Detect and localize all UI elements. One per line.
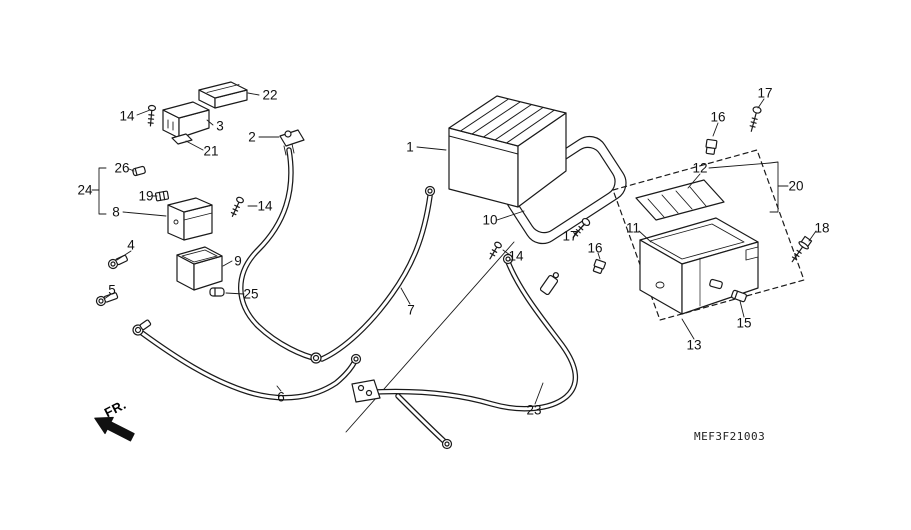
collars: [592, 139, 717, 274]
clip-26: [132, 166, 145, 176]
collar-16-b: [592, 259, 606, 274]
callout-14: 14: [257, 198, 273, 214]
callout-7: 7: [407, 302, 415, 318]
callout-16: 16: [587, 240, 603, 256]
callout-19: 19: [138, 188, 154, 204]
callout-24: 24: [77, 182, 93, 198]
bolt-18: [788, 236, 813, 265]
fuse-19: [155, 191, 168, 201]
bolt-14-c: [487, 241, 502, 261]
ring-terminal-4: [107, 254, 128, 270]
fr-arrow: [91, 410, 137, 445]
cable-lines: [142, 150, 575, 441]
bolt-17-a: [747, 106, 761, 132]
battery: [449, 96, 566, 207]
cable-terminals: [131, 187, 561, 449]
callout-3: 3: [216, 118, 224, 134]
callout-11: 11: [625, 220, 641, 236]
callout-21: 21: [203, 143, 219, 159]
ring-terminal-5: [95, 291, 118, 307]
collar-16-a: [705, 139, 717, 154]
callout-9: 9: [234, 253, 242, 269]
callout-5: 5: [108, 282, 116, 298]
battery-box: [640, 218, 758, 314]
relay-cover: [199, 82, 247, 108]
callout-17: 17: [562, 228, 578, 244]
fuse-box: [168, 198, 212, 240]
callout-20: 20: [788, 178, 804, 194]
callout-25: 25: [243, 286, 259, 302]
callout-23: 23: [526, 402, 542, 418]
callout-14: 14: [119, 108, 135, 124]
bolt-14-a: [147, 105, 156, 126]
battery-box-clip: [709, 279, 747, 302]
callout-13: 13: [686, 337, 702, 353]
callout-12: 12: [692, 160, 708, 176]
callout-14: 14: [508, 248, 524, 264]
rubber-boot: [177, 247, 222, 290]
cable-clamp-2: [280, 130, 304, 155]
callout-1: 1: [406, 139, 414, 155]
callout-17: 17: [757, 85, 773, 101]
callout-2: 2: [248, 129, 256, 145]
callout-8: 8: [112, 204, 120, 220]
clip-25: [210, 288, 224, 296]
battery-box-lid: [636, 180, 724, 220]
callout-15: 15: [736, 315, 752, 331]
callout-26: 26: [114, 160, 130, 176]
cable-7: [322, 196, 430, 359]
callout-18: 18: [814, 220, 830, 236]
callout-16: 16: [710, 109, 726, 125]
callout-4: 4: [127, 237, 135, 253]
diagram-code: MEF3F21003: [694, 430, 766, 443]
cable-6: [142, 333, 355, 398]
starter-relay: [163, 102, 209, 144]
bolt-14-b: [229, 196, 244, 218]
small-clips: [132, 166, 224, 296]
callout-10: 10: [482, 212, 498, 228]
cable-group-divider-line: [346, 242, 514, 432]
leader-lines: [92, 93, 816, 404]
callout-22: 22: [262, 87, 278, 103]
callout-6: 6: [277, 389, 285, 405]
battery-box-dashed-outline: [613, 150, 804, 320]
cable-clamp: [540, 270, 562, 295]
